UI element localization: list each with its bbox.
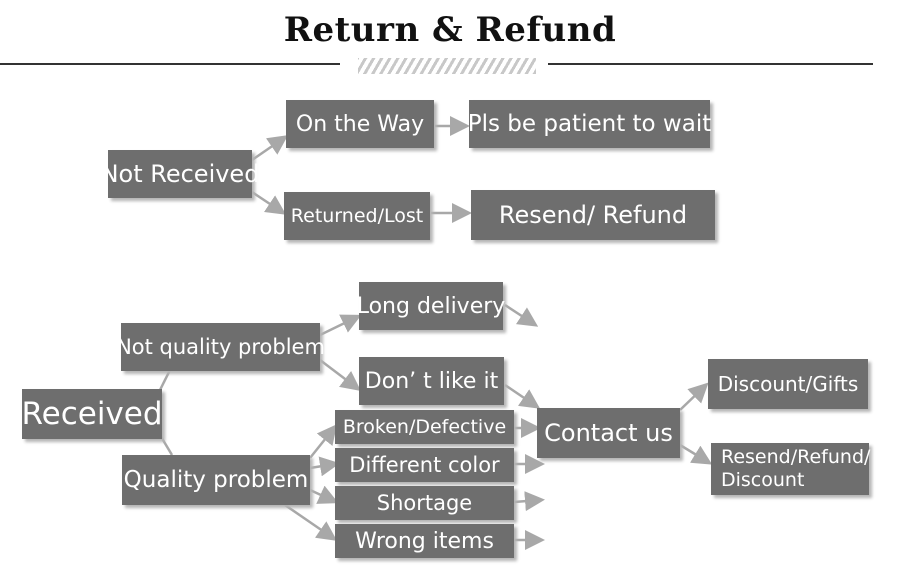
node-broken-defective: Broken/Defective — [335, 410, 514, 444]
node-not-received: Not Received — [101, 150, 259, 198]
diagram-title: Return & Refund — [283, 10, 617, 50]
arrow-quality-to-shortage — [309, 485, 339, 504]
node-shortage: Shortage — [335, 486, 514, 520]
arrow-quality-to-different — [309, 456, 340, 477]
connector-received-to-not-quality — [158, 369, 172, 391]
node-returned-lost: Returned/Lost — [284, 192, 430, 240]
node-discount-gifts: Discount/Gifts — [708, 359, 868, 409]
title-rule-right — [548, 63, 873, 65]
node-different-color: Different color — [335, 448, 514, 482]
title-rule-left — [0, 63, 340, 65]
node-patient: Pls be patient to wait — [468, 100, 711, 148]
node-not-quality-problem: Not quality problem — [116, 323, 325, 371]
arrow-shortage-out — [513, 491, 545, 512]
node-long-delivery: Long delivery — [357, 282, 505, 330]
node-quality-problem: Quality problem — [122, 455, 310, 505]
arrow-not-received-to-returned — [251, 190, 287, 215]
arrow-long-delivery-out — [504, 303, 539, 327]
arrow-not-received-to-on-the-way — [251, 135, 289, 162]
arrow-contact-to-resend — [679, 443, 713, 465]
node-resend-refund: Resend/ Refund — [471, 190, 715, 240]
connector-received-to-quality — [158, 434, 174, 456]
arrow-quality-to-broken — [309, 424, 338, 459]
node-received: Received — [21, 389, 163, 439]
arrow-not-quality-to-dont-like — [319, 359, 361, 392]
node-on-the-way: On the Way — [286, 100, 434, 148]
node-wrong-items: Wrong items — [335, 524, 514, 558]
node-dont-like-it: Don’ t like it — [359, 357, 504, 405]
title-hatch-decoration — [358, 58, 536, 74]
arrow-not-quality-to-long-delivery — [319, 314, 362, 337]
arrow-dont-like-to-contact — [504, 383, 541, 409]
arrow-quality-to-wrong — [284, 503, 338, 541]
arrow-contact-to-discount — [679, 382, 709, 411]
node-contact-us: Contact us — [537, 408, 680, 458]
node-resend-refund-discount: Resend/Refund/ Discount — [711, 443, 870, 495]
